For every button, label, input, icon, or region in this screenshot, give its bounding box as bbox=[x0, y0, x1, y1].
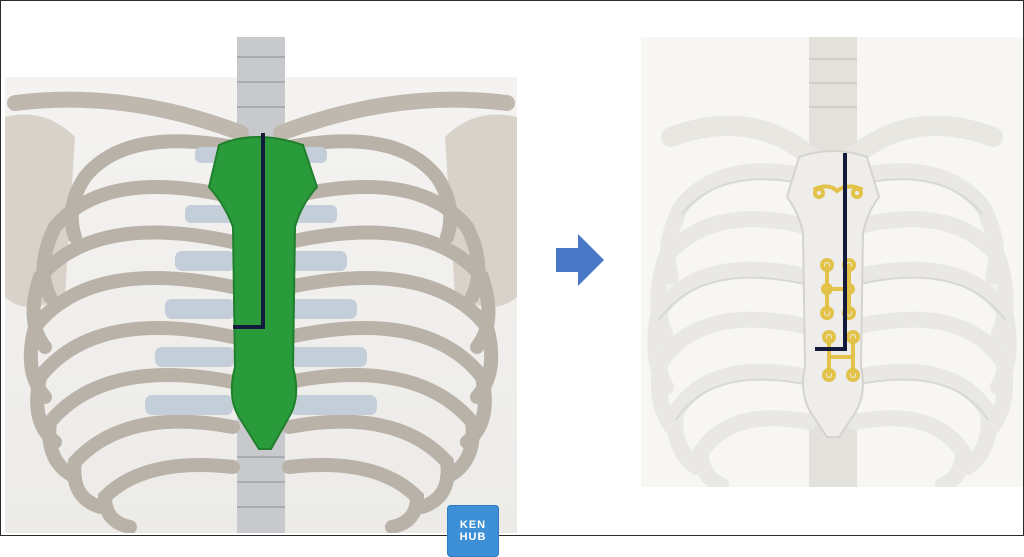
ribcage-svg-right bbox=[641, 37, 1023, 487]
kenhub-logo-line1: KEN bbox=[460, 519, 486, 531]
kenhub-logo-line2: HUB bbox=[460, 531, 487, 543]
right-arrow-icon bbox=[554, 232, 606, 288]
figure-frame: KEN HUB bbox=[0, 0, 1024, 536]
left-ribcage-illustration: KEN HUB bbox=[5, 37, 517, 533]
ribcage-svg-left bbox=[5, 37, 517, 533]
kenhub-logo: KEN HUB bbox=[447, 505, 499, 557]
right-ribcage-render bbox=[641, 37, 1023, 487]
